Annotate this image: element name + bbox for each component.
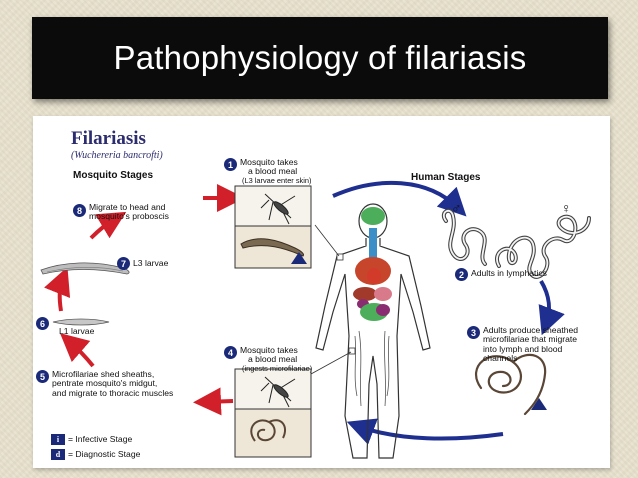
- step-2-marker: 2: [455, 268, 468, 281]
- trachea-organ: [369, 228, 377, 260]
- mosquito-frame-bottom: [234, 368, 312, 410]
- l3-larva-frame: [240, 238, 304, 257]
- stomach-organ: [374, 287, 392, 301]
- male-symbol: ♂: [451, 200, 462, 216]
- lifecycle-diagram: Filariasis (Wuchereria bancrofti) Mosqui…: [33, 116, 610, 468]
- body-marker-lower: [348, 347, 356, 355]
- step-3-line-3: into lymph and blood: [483, 343, 563, 354]
- step-4-line-1: Mosquito takes: [240, 345, 298, 355]
- step-8-label: Migrate to head and mosquito's proboscis: [89, 202, 169, 222]
- step-5-label: Microfilariae shed sheaths, pentrate mos…: [52, 369, 174, 398]
- l3-larva-free: [40, 262, 130, 275]
- arrow-2-to-3: [538, 279, 565, 336]
- step-1-marker: 1: [224, 158, 237, 171]
- slide-title-bar: Pathophysiology of filariasis: [32, 17, 608, 99]
- infective-badge-top: [291, 252, 307, 264]
- legend-infective-text: = Infective Stage: [68, 434, 133, 444]
- human-stages-heading: Human Stages: [411, 172, 481, 183]
- step-2-label: Adults in lymphatics: [471, 268, 547, 278]
- step-3-label: Adults produce sheathed microfilariae th…: [483, 325, 579, 364]
- step-4-note: (ingests microfilariae): [242, 363, 313, 373]
- step-3-marker: 3: [467, 326, 480, 339]
- step-3-line-4: channels: [483, 353, 518, 364]
- diagram-graphics: [40, 180, 591, 459]
- legend-diagnostic-badge: d: [51, 449, 65, 460]
- diagnostic-badge-stage3: [531, 398, 547, 410]
- bladder-organ: [376, 304, 390, 316]
- microfilaria-frame-coil: [250, 419, 287, 442]
- mosquito-stages-heading: Mosquito Stages: [73, 170, 154, 181]
- microfilaria-frame-bottom: [234, 408, 312, 458]
- step-5-marker: 5: [36, 370, 49, 383]
- l1-larva: [52, 318, 110, 326]
- slide-title: Pathophysiology of filariasis: [113, 39, 527, 76]
- step-8-line-1: Migrate to head and: [89, 202, 166, 212]
- step-4-marker: 4: [224, 346, 237, 359]
- arrow-6-to-7: [44, 266, 71, 312]
- arrow-5-to-6: [59, 333, 95, 368]
- mosquito-frame-top: [234, 185, 312, 227]
- step-8-marker: 8: [73, 204, 86, 217]
- legend-diagnostic-text: = Diagnostic Stage: [68, 449, 141, 459]
- step-3-line-2: microfilariae that migrate: [483, 334, 578, 345]
- step-5-line-3: and migrate to thoracic muscles: [52, 387, 174, 398]
- arrow-7-to-8: [89, 211, 127, 240]
- lymphatics-right-leg: [384, 330, 390, 407]
- adult-worm-male-inner: [442, 209, 486, 265]
- diagram-subtitle: (Wuchereria bancrofti): [71, 150, 163, 161]
- legend-infective-badge: i: [51, 434, 65, 445]
- step-4-label: Mosquito takes a blood meal (ingests mic…: [240, 345, 313, 373]
- lymphatics-left-leg: [354, 330, 362, 407]
- step-1-note: (L3 larvae enter skin): [242, 175, 312, 185]
- step-3-line-1: Adults produce sheathed: [483, 325, 579, 335]
- arrow-4-to-5: [193, 387, 234, 416]
- mosquito-top: [260, 193, 296, 225]
- diagram-title: Filariasis: [71, 128, 146, 149]
- female-symbol: ♀: [561, 200, 572, 216]
- step-1-label: Mosquito takes a blood meal (L3 larvae e…: [240, 157, 312, 185]
- sheathed-microfilaria: [474, 353, 547, 416]
- arrow-3-to-4: [346, 418, 504, 445]
- liver-organ: [353, 287, 377, 301]
- step-4-line-2: a blood meal: [248, 354, 298, 365]
- step-6-marker: 6: [36, 317, 49, 330]
- arrow-1-to-2: [332, 180, 467, 217]
- heart-organ: [367, 268, 381, 284]
- adult-worm-male: [441, 208, 487, 266]
- step-1-line-1: Mosquito takes: [240, 157, 298, 167]
- step-1-line-2: a blood meal: [248, 166, 298, 177]
- step-8-line-2: mosquito's proboscis: [89, 211, 169, 222]
- brain-organ: [361, 207, 385, 225]
- step-5-line-2: pentrate mosquito's midgut,: [52, 378, 158, 389]
- step-7-label: L3 larvae: [133, 258, 169, 268]
- step-5-line-1: Microfilariae shed sheaths,: [52, 369, 155, 379]
- mosquito-bottom: [260, 376, 296, 408]
- step-7-marker: 7: [117, 257, 130, 270]
- body-marker-upper: [336, 253, 344, 261]
- adult-worm-female-inner: [496, 215, 590, 278]
- step-6-label: L1 larvae: [59, 326, 95, 336]
